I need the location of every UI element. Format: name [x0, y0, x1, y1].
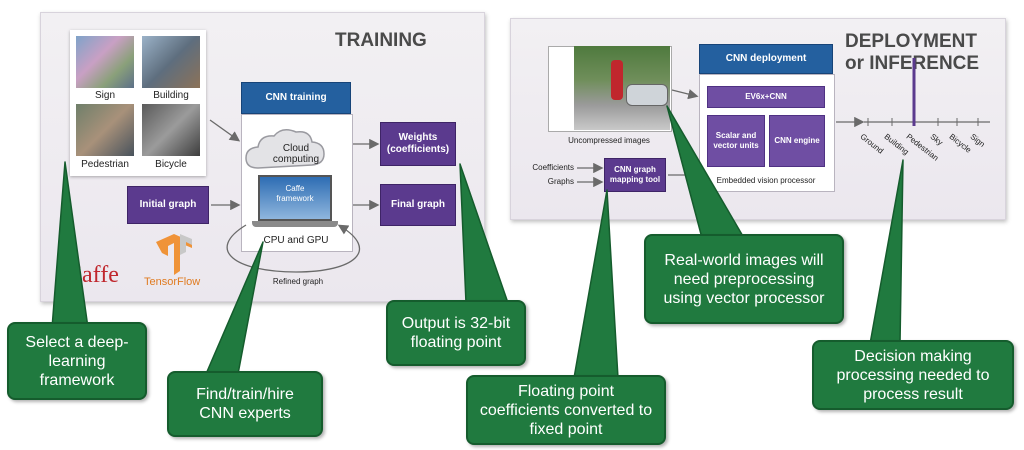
laptop-base [252, 221, 338, 227]
tensorflow-logo: TensorFlow [144, 276, 201, 288]
pedestrian-image [76, 104, 134, 156]
laptop-label: Caffe framework [276, 184, 314, 203]
embedded-vision-label: Embedded vision processor [716, 176, 816, 185]
cnn-training-box: CNN training [241, 82, 351, 114]
training-title: TRAINING [335, 30, 427, 51]
callout-decision-making: Decision making processing needed to pro… [812, 340, 1014, 410]
cloud-computing-label: Cloud computing [272, 143, 320, 165]
scalar-vector-box: Scalar and vector units [707, 115, 765, 167]
laptop-icon [258, 175, 332, 221]
callout-find-experts: Find/train/hire CNN experts [167, 371, 323, 437]
callout-real-world-images: Real-world images will need preprocessin… [644, 234, 844, 324]
deployment-title-line2: or INFERENCE [845, 53, 980, 74]
category-label-pedestrian: Pedestrian [81, 159, 129, 170]
callout-select-framework: Select a deep-learning framework [7, 322, 147, 400]
weights-box: Weights (coefficients) [380, 122, 456, 166]
category-label-sign: Sign [94, 90, 115, 101]
sign-image [76, 36, 134, 88]
mapping-tool-box: CNN graph mapping tool [604, 158, 666, 192]
car-figure [626, 84, 668, 106]
cnn-deployment-box: CNN deployment [699, 44, 833, 74]
building-image [142, 36, 200, 88]
pedestrian-figure [611, 60, 623, 100]
refined-graph-label: Refined graph [272, 277, 324, 286]
coefficients-label: Coefficients [532, 163, 574, 172]
category-label-bicycle: Bicycle [155, 159, 187, 170]
ev6x-box: EV6x+CNN [707, 86, 825, 108]
caffe-logo: Caffe [66, 262, 119, 288]
initial-graph-box: Initial graph [127, 186, 209, 224]
category-label-building: Building [153, 90, 189, 101]
callout-output-32bit: Output is 32-bit floating point [386, 300, 526, 366]
uncompressed-images-label: Uncompressed images [568, 136, 650, 145]
cpu-gpu-label: CPU and GPU [263, 235, 329, 246]
final-graph-box: Final graph [380, 184, 456, 226]
bicycle-image [142, 104, 200, 156]
deployment-title-line1: DEPLOYMENT [845, 31, 977, 52]
cnn-engine-box: CNN engine [769, 115, 825, 167]
callout-floating-point: Floating point coefficients converted to… [466, 375, 666, 445]
graphs-label: Graphs [547, 177, 574, 186]
